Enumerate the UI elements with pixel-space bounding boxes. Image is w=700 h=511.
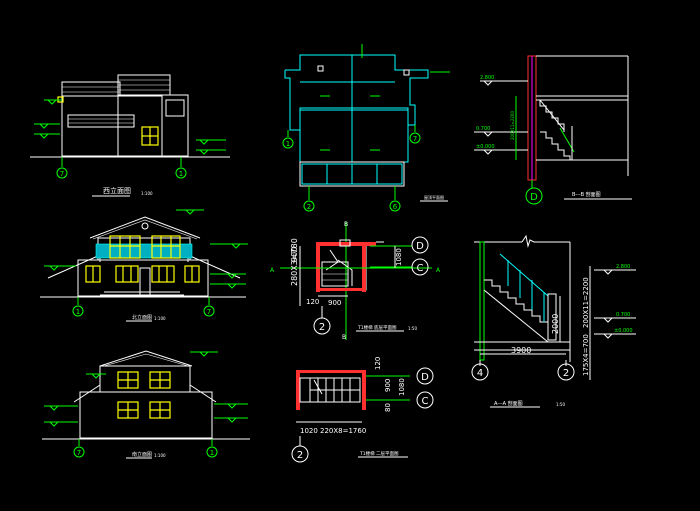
dimension-label: 120 — [374, 357, 382, 370]
dimension-label: 2000 — [551, 314, 560, 334]
section-mark: B — [344, 221, 348, 228]
axis-label: 1 — [76, 308, 80, 316]
axis-label: 1 — [286, 140, 290, 148]
axis-label: 7 — [207, 308, 211, 316]
axis-label: 7 — [413, 135, 417, 143]
axis-label: 7 — [60, 170, 64, 178]
lower-roof — [67, 114, 135, 128]
dimension-label: 1020 — [300, 427, 318, 435]
stair-plan-1: B B A A D C 280X3=780 900 1080 120 900 — [270, 221, 441, 341]
view-title: T1楼梯 底层平面图 — [357, 324, 397, 331]
dimension-label: 900 — [290, 247, 299, 262]
dimension-label: 200X11=2200 — [582, 277, 590, 328]
dimension-label: 900 — [384, 379, 392, 392]
section-bb: 2.800 0.700 ±0.000 200X11=2200 D B---B 剖… — [474, 55, 632, 205]
view-title: A---A 剖面图 — [494, 400, 523, 407]
axis-label: 2 — [319, 322, 325, 333]
level-label: 0.700 — [616, 312, 630, 318]
roof-outline — [284, 54, 429, 131]
view-title: 南立面图 — [132, 451, 152, 458]
dimension-label: 80 — [384, 403, 392, 412]
view-title: 屋顶平面图 — [424, 194, 444, 200]
axis-label: C — [417, 263, 424, 274]
section-mark: B — [342, 334, 346, 341]
rear-gable — [99, 350, 193, 367]
roof-plan: 1 7 2 6 屋顶平面图 — [282, 44, 450, 212]
view-title: B---B 剖面图 — [572, 191, 601, 198]
lower-wall — [77, 259, 209, 297]
dimension-label: 120 — [306, 298, 319, 306]
level-label: 2.800 — [480, 75, 494, 81]
axis-label: D — [530, 192, 538, 203]
axis-label: 7 — [77, 449, 81, 457]
dimension-label: 1080 — [398, 378, 406, 396]
view-scale: 1:50 — [556, 402, 565, 407]
left-roof — [61, 81, 121, 97]
dimension-label: 175X4=700 — [582, 334, 590, 376]
axis-label: 1 — [179, 170, 183, 178]
axis-label: C — [422, 396, 429, 407]
axis-label: 2 — [563, 368, 569, 379]
section-mark: A — [270, 267, 275, 274]
stair-steps — [484, 279, 548, 323]
dimension-label: 220X8=1760 — [320, 427, 366, 435]
view-title: 西立面图 — [103, 186, 131, 195]
view-title: 北立面图 — [132, 314, 152, 321]
front-elevation: 1 7 北立面图 1:100 — [40, 209, 248, 322]
axis-label: 2 — [307, 203, 311, 211]
level-label: 0.700 — [476, 126, 490, 132]
level-label: 2.800 — [616, 264, 630, 270]
axis-label: 2 — [297, 450, 303, 461]
balcony — [165, 99, 185, 117]
axis-label: 1 — [210, 449, 214, 457]
dimension-label: 900 — [328, 299, 341, 307]
side-elevation: 7 1 西立面图 1:100 — [30, 74, 230, 197]
stair-plan-2: D C 120 900 1080 80 1020 220X8=1760 2 T1… — [291, 357, 434, 463]
axis-label: D — [421, 372, 429, 383]
dimension-label: 1080 — [395, 248, 403, 266]
view-scale: 1:100 — [154, 453, 166, 458]
view-title: T1楼梯 二层平面图 — [359, 450, 399, 457]
view-scale: 1:100 — [141, 191, 153, 196]
level-label: ±0.000 — [614, 328, 633, 334]
dimension-label: 280X3=780 — [290, 238, 299, 286]
upper-window — [109, 235, 141, 259]
main-gable — [89, 216, 201, 239]
side-wall — [61, 95, 163, 157]
rear-wall — [79, 391, 213, 439]
rear-elevation: 7 1 南立面图 1:100 — [42, 350, 250, 459]
section-aa: 2000 3900 4 2 200X11=2200 175X4=700 2.80… — [471, 234, 636, 408]
axis-label: 6 — [393, 203, 398, 211]
section-mark: A — [436, 267, 441, 274]
view-scale: 1:100 — [154, 316, 166, 321]
dimension-label: 200X11=2200 — [510, 111, 515, 140]
level-label: ±0.000 — [476, 144, 495, 150]
dimension-label: 3900 — [511, 346, 531, 355]
roof-eave — [299, 161, 405, 187]
view-scale: 1:50 — [408, 326, 417, 331]
axis-label: 4 — [477, 368, 483, 379]
axis-label: D — [416, 241, 424, 252]
